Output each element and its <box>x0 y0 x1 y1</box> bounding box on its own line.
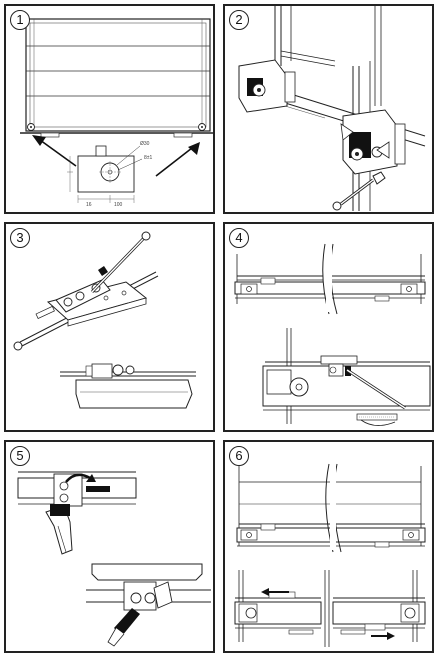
dim-hole-depth: 8±1 <box>144 155 153 161</box>
step-6-panel: 6 <box>223 440 434 653</box>
step-2-badge: 2 <box>229 10 249 30</box>
dim-hole-diameter: Ø30 <box>140 141 150 147</box>
step-4-panel: 4 <box>223 222 434 432</box>
step-2-illustration <box>238 6 426 211</box>
dim-offset-b: 100 <box>114 202 123 208</box>
step-4-badge: 4 <box>229 228 249 248</box>
step-5-illustration <box>17 471 211 647</box>
step-5-panel: 5 <box>4 440 215 653</box>
step-5-badge: 5 <box>10 446 30 466</box>
step-3-illustration <box>13 231 196 409</box>
step-2-panel: 2 <box>223 4 434 214</box>
step-6-badge: 6 <box>229 446 249 466</box>
step-3-badge: 3 <box>10 228 30 248</box>
dim-offset-a: 16 <box>86 202 92 208</box>
step-1-panel: 1 Ø30 8±1 <box>4 4 215 214</box>
step-1-badge: 1 <box>10 10 30 30</box>
step-4-illustration <box>234 243 431 426</box>
step-3-panel: 3 <box>4 222 215 432</box>
step-6-illustration <box>234 463 426 647</box>
step-1-illustration: Ø30 8±1 16 100 <box>20 18 213 208</box>
